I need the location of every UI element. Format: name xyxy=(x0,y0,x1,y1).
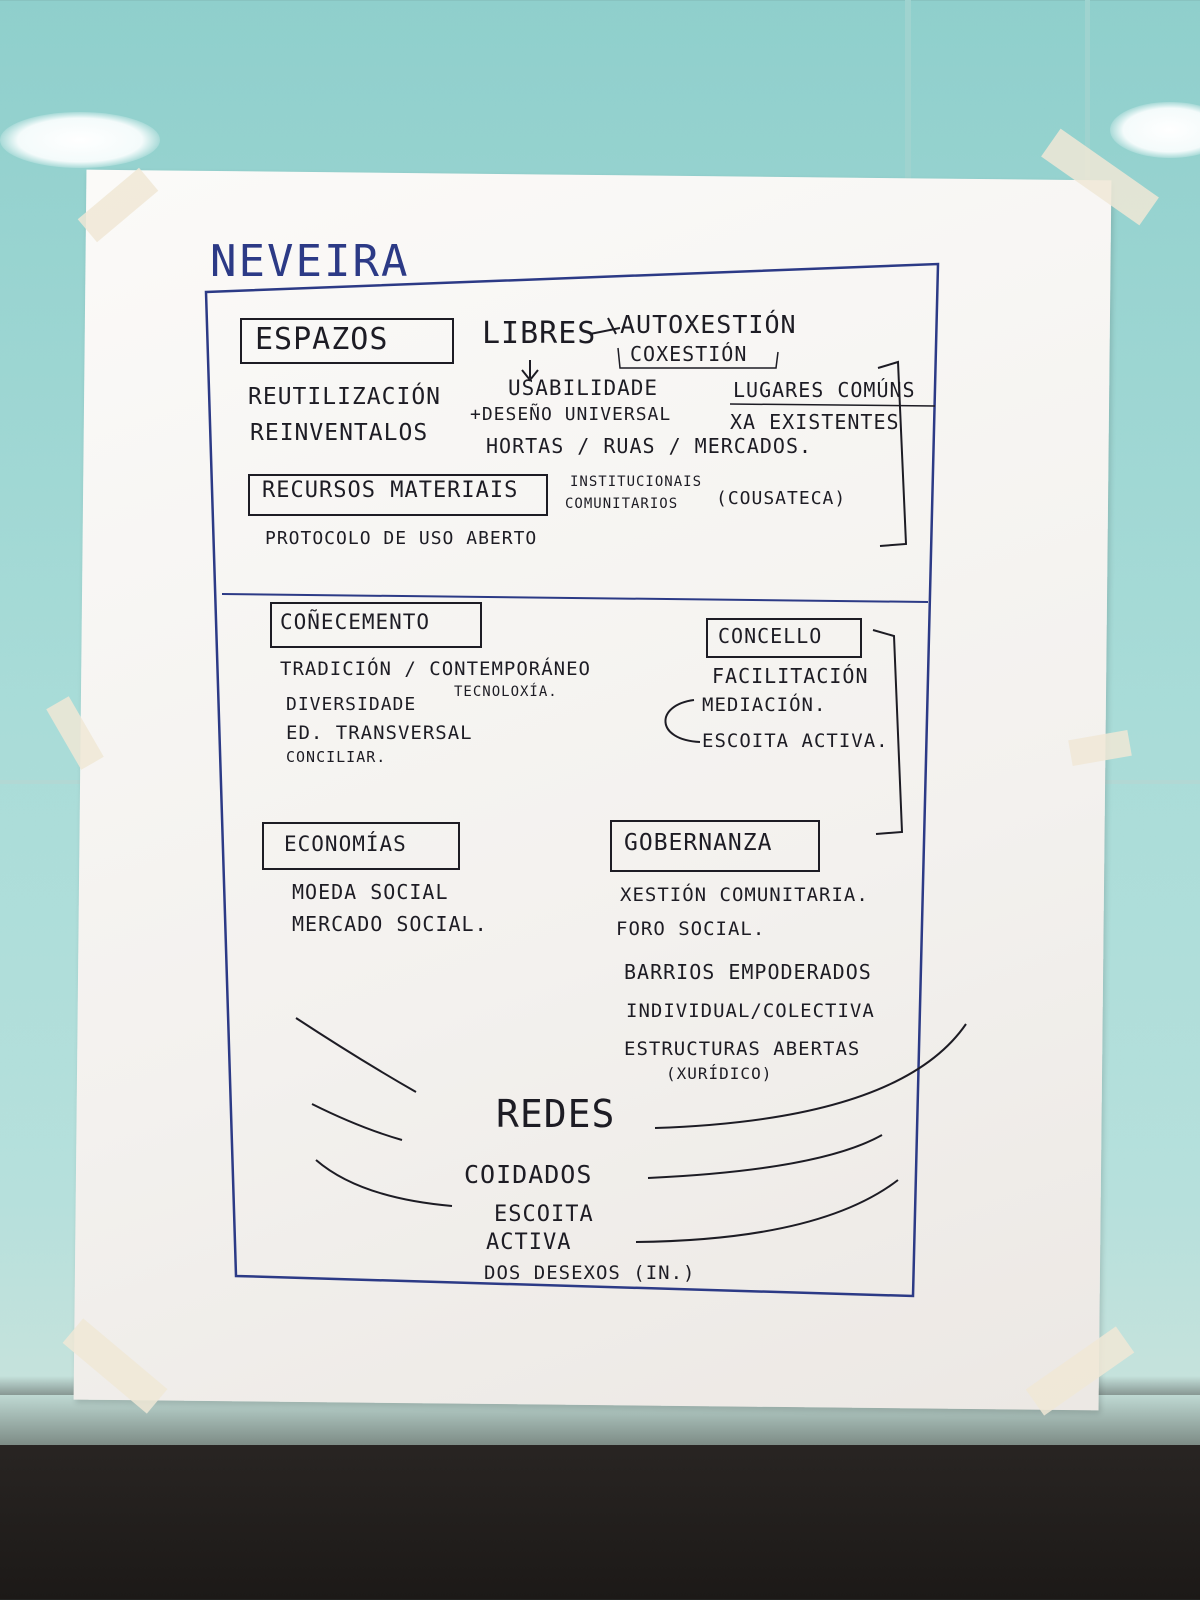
underline-lugares xyxy=(729,403,936,407)
activa-text: ACTIVA xyxy=(486,1230,572,1255)
bracket-top-right xyxy=(877,360,908,547)
curve-right-3 xyxy=(635,1179,899,1243)
concello-item: MEDIACIÓN. xyxy=(702,694,827,716)
gobernanza-item: BARRIOS EMPODERADOS xyxy=(624,960,872,984)
economias-item: MOEDA SOCIAL xyxy=(292,880,449,904)
gobernanza-item: FORO SOCIAL. xyxy=(616,918,766,940)
lugares-text: LUGARES COMÚNS xyxy=(733,378,916,402)
ceiling-light xyxy=(0,112,160,168)
ceiling-light xyxy=(1110,102,1200,158)
recursos-label: RECURSOS MATERIAIS xyxy=(262,478,519,503)
arrow-down-usabilidade xyxy=(521,360,539,382)
section-divider xyxy=(221,593,929,603)
gobernanza-item: (XURÍDICO) xyxy=(666,1064,773,1083)
protocolo-text: PROTOCOLO DE USO ABERTO xyxy=(265,528,538,549)
bracket-concello xyxy=(872,629,904,835)
conecemento-item: TECNOLOXÍA. xyxy=(454,684,558,700)
conecemento-label: COÑECEMENTO xyxy=(280,610,431,634)
coxestion-bracket xyxy=(617,347,779,369)
escoita-text: ESCOITA xyxy=(494,1202,594,1227)
concello-item: FACILITACIÓN xyxy=(712,664,869,688)
reutilizacion-text: REUTILIZACIÓN xyxy=(248,384,442,410)
concello-item: ESCOITA ACTIVA. xyxy=(702,730,889,752)
curve-right-1 xyxy=(654,1023,967,1129)
espazos-box xyxy=(240,318,454,364)
gobernanza-item: XESTIÓN COMUNITARIA. xyxy=(620,884,869,906)
curve-left-1 xyxy=(295,1017,417,1093)
deseno-text: +DESEÑO UNIVERSAL xyxy=(470,404,672,425)
redes-label: REDES xyxy=(496,1092,616,1136)
gobernanza-label: GOBERNANZA xyxy=(624,830,773,856)
coidados-text: COIDADOS xyxy=(464,1160,593,1189)
coxestion-text: COXESTIÓN xyxy=(630,342,748,366)
comunitarios-text: COMUNITARIOS xyxy=(565,496,679,512)
conecemento-box xyxy=(270,602,482,648)
hortas-text: HORTAS / RUAS / MERCADOS. xyxy=(486,434,813,458)
arrow-mediacion-escoita xyxy=(664,699,701,743)
institucionais-text: INSTITUCIONAIS xyxy=(570,474,703,490)
desexos-text: DOS DESEXOS (IN.) xyxy=(484,1262,696,1284)
poster-title: NEVEIRA xyxy=(210,236,410,287)
espazos-label: ESPAZOS xyxy=(255,322,389,357)
curve-left-3 xyxy=(315,1159,453,1207)
concello-box xyxy=(706,618,862,658)
recursos-box xyxy=(248,474,548,516)
conecemento-item: TRADICIÓN / CONTEMPORÁNEO xyxy=(280,658,591,680)
gobernanza-box xyxy=(610,820,820,872)
curve-left-2 xyxy=(311,1103,403,1141)
conecemento-item: DIVERSIDADE xyxy=(286,694,417,715)
economias-box xyxy=(262,822,460,870)
reinventalos-text: REINVENTALOS xyxy=(250,420,429,446)
autoxestion-text: AUTOXESTIÓN xyxy=(620,310,797,339)
gobernanza-item: ESTRUCTURAS ABERTAS xyxy=(624,1038,861,1060)
arrow-libres-autoxestion xyxy=(589,317,621,335)
outer-frame xyxy=(204,262,940,1298)
usabilidade-text: USABILIDADE xyxy=(508,376,659,400)
cousateca-text: (COUSATECA) xyxy=(716,488,847,509)
libres-text: LIBRES xyxy=(482,316,597,351)
gobernanza-item: INDIVIDUAL/COLECTIVA xyxy=(626,1000,875,1022)
curve-right-2 xyxy=(647,1134,883,1179)
concello-label: CONCELLO xyxy=(718,624,823,648)
conecemento-item: CONCILIAR. xyxy=(286,748,387,766)
conecemento-item: ED. TRANSVERSAL xyxy=(286,722,473,744)
economias-label: ECONOMÍAS xyxy=(284,832,407,856)
existentes-text: XA EXISTENTES xyxy=(730,410,900,434)
economias-item: MERCADO SOCIAL. xyxy=(292,912,488,936)
